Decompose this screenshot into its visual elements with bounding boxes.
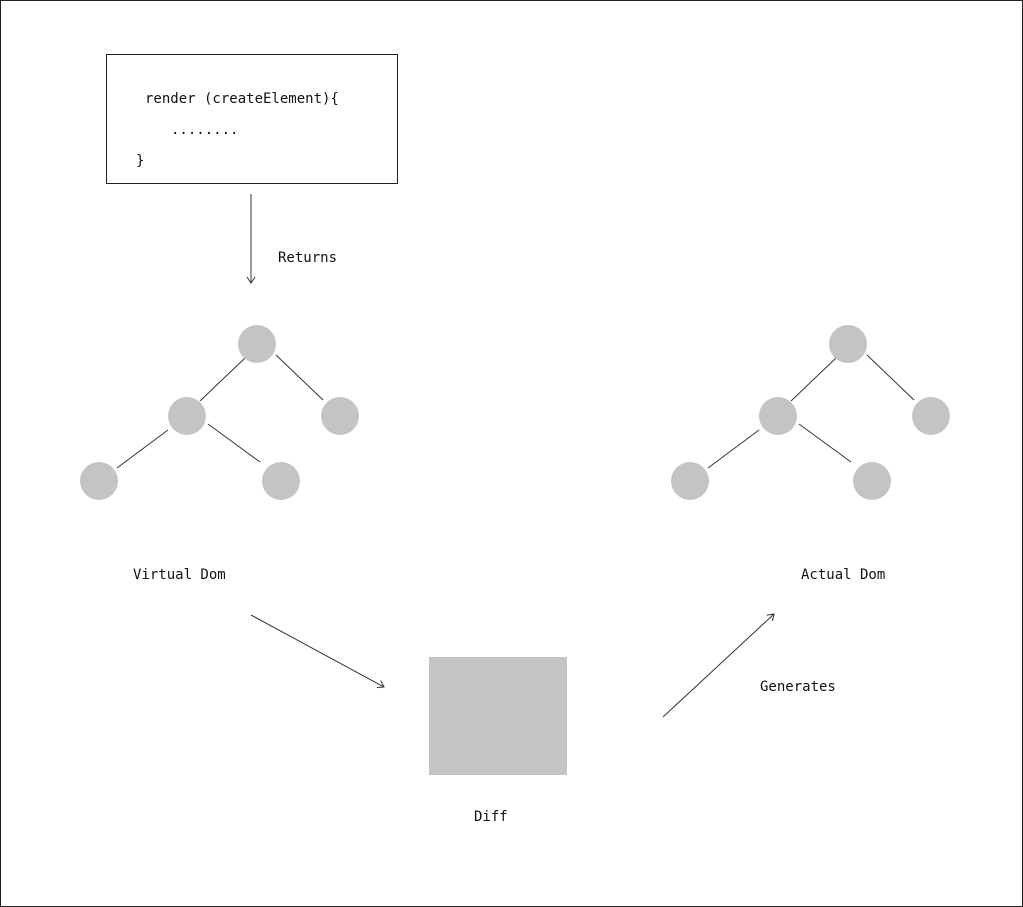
virtual-dom-tree [80,325,359,500]
actual-dom-edge [790,357,837,402]
actual-dom-leaf-node [671,462,709,500]
generates-label: Generates [760,679,836,695]
virtual-dom-leaf-node [80,462,118,500]
generates-arrow [662,613,775,718]
actual-dom-root-node [829,325,867,363]
diff-label: Diff [474,809,508,825]
actual-dom-label: Actual Dom [801,567,886,583]
actual-dom-edge [707,429,760,469]
actual-dom-edge [866,354,915,401]
virtual-dom-edge [199,357,246,402]
returns-label: Returns [278,250,338,266]
virtual-dom-edge [275,354,324,401]
actual-dom-node [912,397,950,435]
diff-box [429,657,567,775]
actual-dom-leaf-node [853,462,891,500]
code-line-render: render (createElement){ [145,91,339,107]
virtual-dom-node [168,397,206,435]
virtual-dom-leaf-node [262,462,300,500]
actual-dom-tree [671,325,950,500]
virtual-dom-edge [116,429,169,469]
code-line-body: ........ [171,122,239,138]
actual-dom-edge [798,423,852,463]
code-line-close: } [136,153,145,169]
virtual-to-diff-arrow [250,614,385,689]
virtual-dom-edge [207,423,261,463]
render-code-box: render (createElement){ ........ } [106,54,398,184]
virtual-dom-root-node [238,325,276,363]
virtual-dom-label: Virtual Dom [133,567,226,583]
actual-dom-node [759,397,797,435]
virtual-dom-node [321,397,359,435]
